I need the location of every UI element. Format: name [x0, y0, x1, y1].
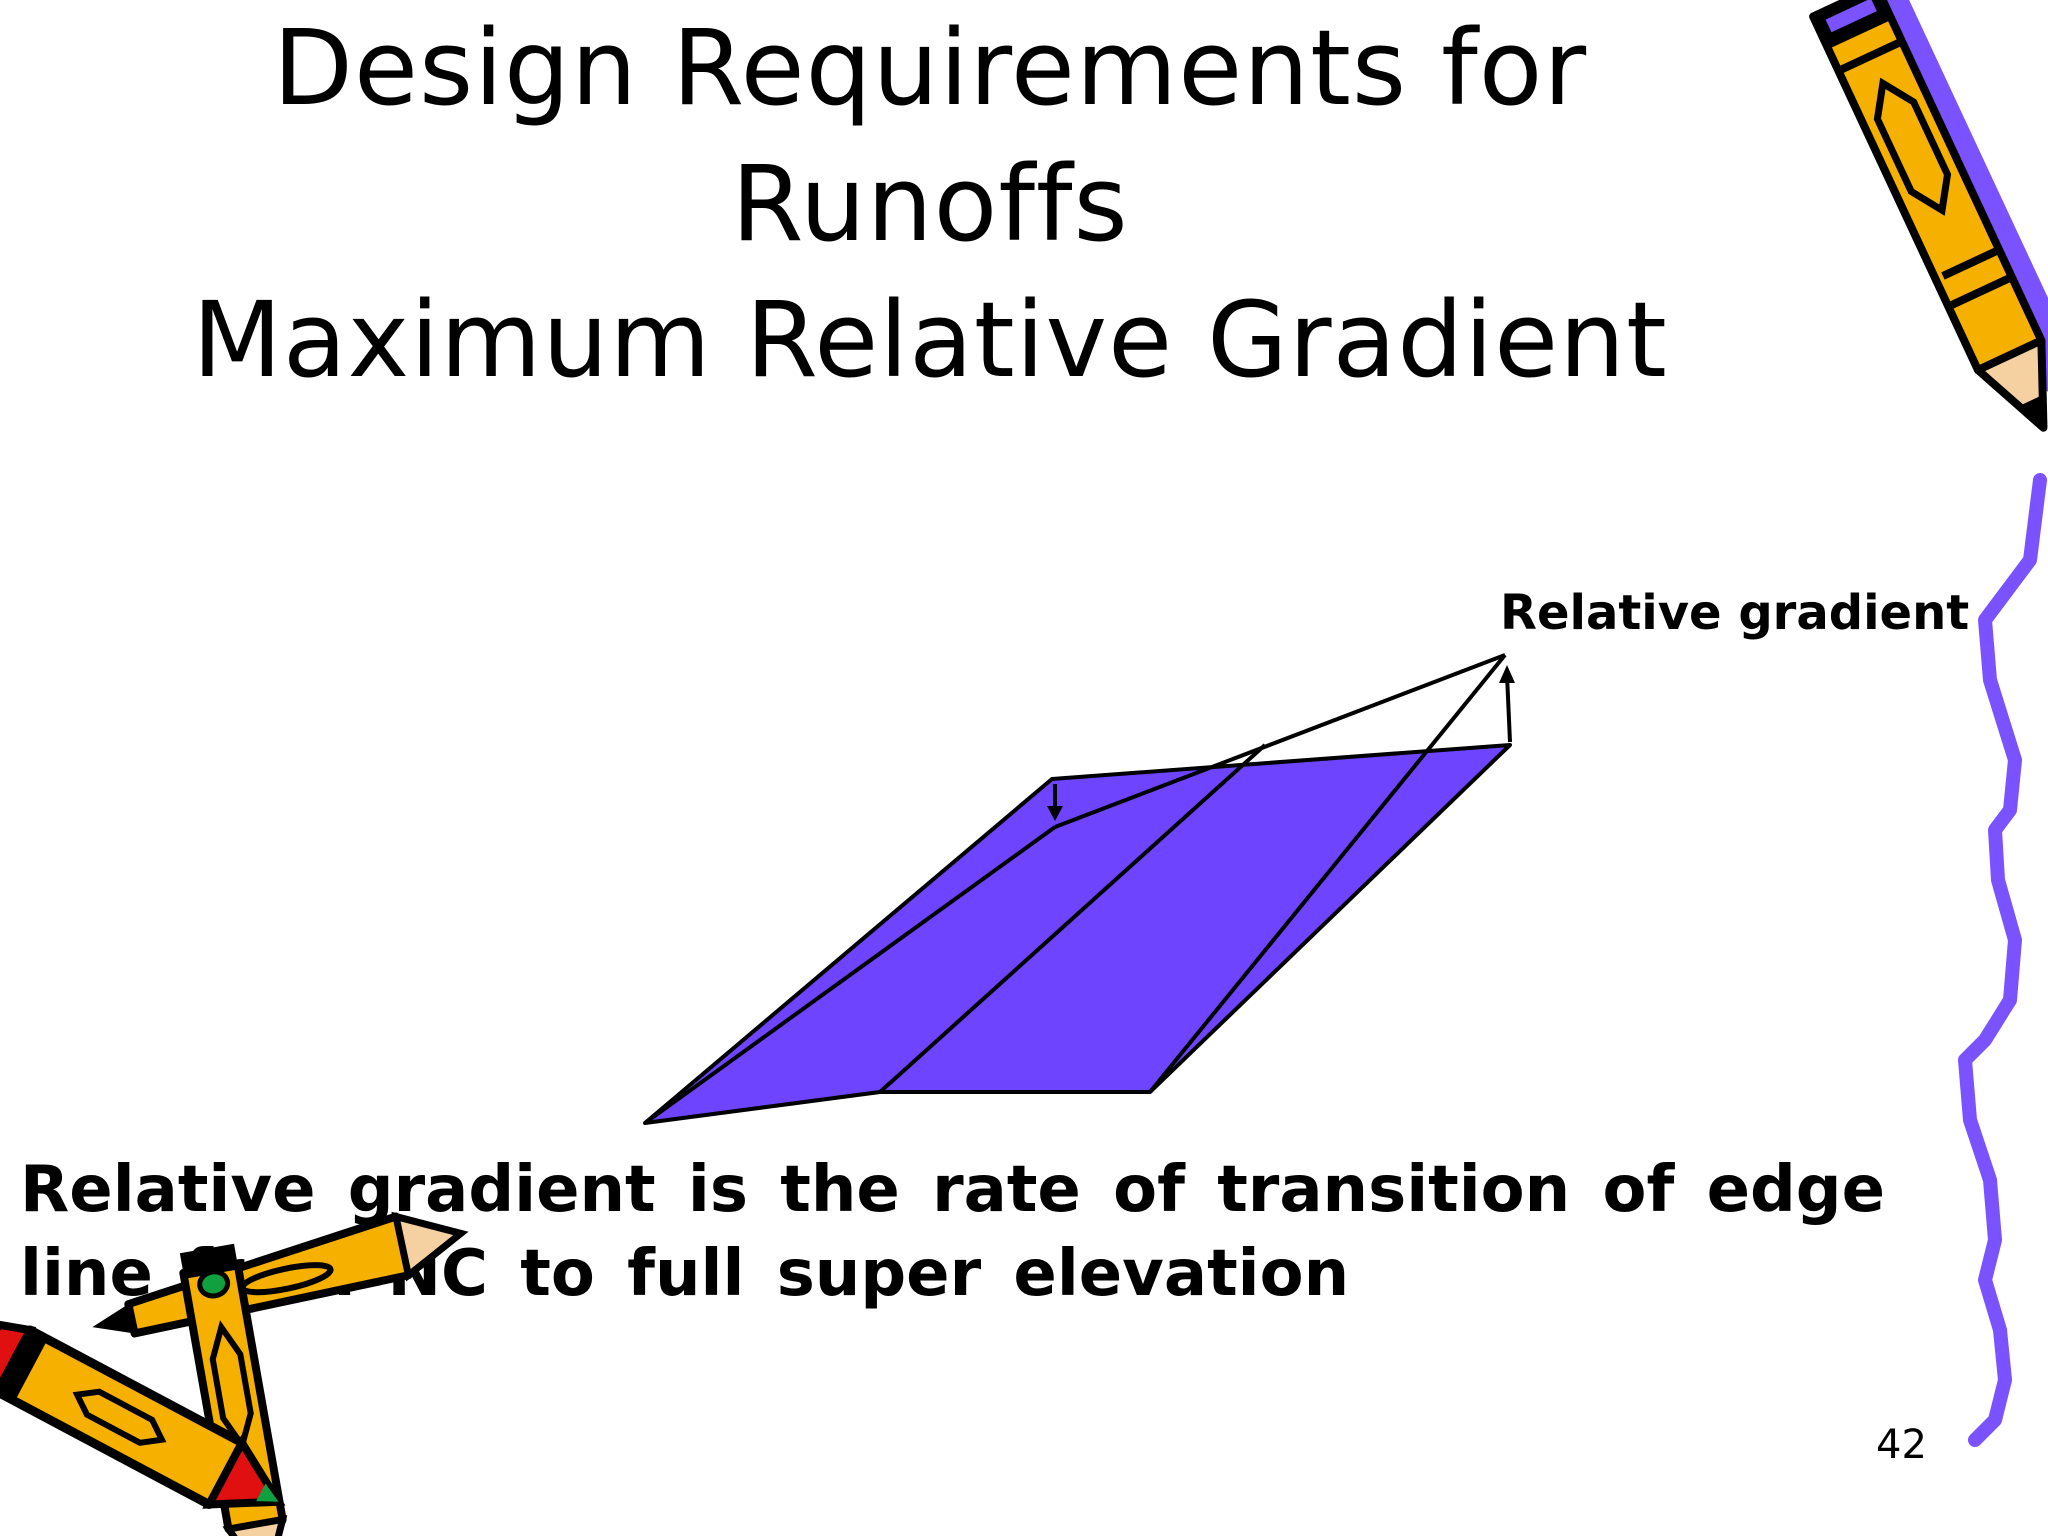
- inner-edge-line-upper: [1054, 653, 1506, 829]
- slide-title: Design Requirements for Runoffs Maximum …: [100, 0, 1760, 408]
- crown-line: [878, 743, 1267, 1094]
- up-arrow-icon: [1499, 665, 1515, 683]
- page-number: 42: [1876, 1422, 1927, 1468]
- title-line-3: Maximum Relative Gradient: [192, 279, 1668, 401]
- title-line-2: Runoffs: [731, 143, 1129, 265]
- outer-edge-line: [1148, 653, 1507, 1094]
- pavement-surface: [643, 743, 1512, 1125]
- down-arrow-icon: [1047, 806, 1063, 821]
- diagram-label: Relative gradient: [1500, 585, 1970, 641]
- inner-edge-line: [643, 825, 1057, 1125]
- title-line-1: Design Requirements for: [272, 7, 1588, 129]
